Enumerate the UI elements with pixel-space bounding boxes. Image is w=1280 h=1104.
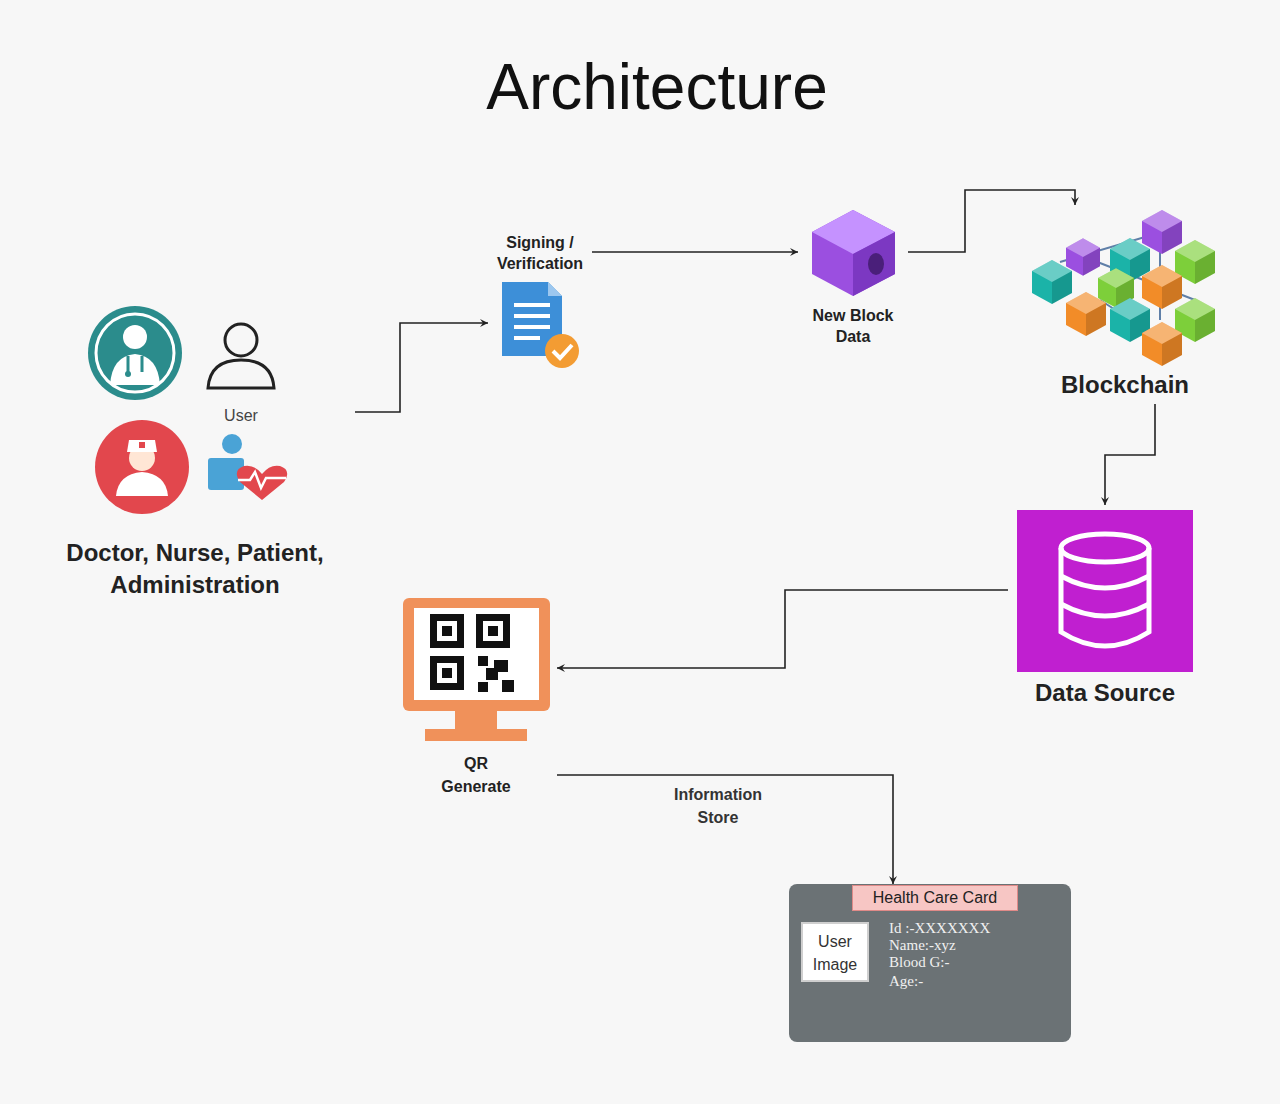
flow-arrow	[592, 251, 798, 253]
flow-arrow	[1105, 404, 1155, 505]
node-label: Age:-	[889, 973, 1029, 990]
node-label: Id :-XXXXXXX	[889, 920, 1029, 937]
node-label: Blood G:-	[889, 954, 1029, 971]
doctor-icon	[88, 306, 182, 400]
node-label: User Image	[803, 930, 867, 976]
node-label: Blockchain	[1025, 370, 1225, 400]
node-label: QR Generate	[436, 752, 516, 798]
blockchain-cluster	[1032, 210, 1215, 366]
flow-arrow	[557, 775, 893, 884]
block-cube	[812, 210, 895, 296]
node-label: New Block Data	[803, 305, 903, 347]
user-icon	[208, 324, 274, 388]
flow-arrow	[557, 590, 1008, 668]
signing-step: Signing / Verification	[488, 230, 592, 372]
node-label: User	[211, 406, 271, 426]
database-icon	[1017, 510, 1193, 672]
node-label: Signing / Verification	[488, 232, 592, 274]
health-card: Health Care Card Id :-XXXXXXXName:-xyzBlo…	[789, 884, 1071, 1042]
node-label: Doctor, Nurse, Patient, Administration	[35, 537, 355, 601]
document-icon	[502, 282, 579, 368]
blockchain: Blockchain	[1025, 205, 1225, 404]
nurse-icon	[95, 420, 189, 514]
node-label: Data Source	[1008, 678, 1202, 708]
qr-monitor-icon	[403, 598, 550, 741]
edge-label: Information Store	[663, 783, 773, 829]
qr-generator: QR Generate	[395, 590, 557, 802]
diagram-title: Architecture	[0, 50, 1280, 124]
user-group: UserDoctor, Nurse, Patient, Administrati…	[35, 305, 355, 605]
flow-arrow	[355, 323, 488, 412]
data-source: Data Source	[1008, 505, 1202, 712]
node-label: Health Care Card	[852, 885, 1018, 911]
user-image-box: User Image	[801, 922, 869, 982]
patient-icon	[208, 434, 287, 500]
node-label: Name:-xyz	[889, 937, 1029, 954]
flow-arrow	[908, 190, 1075, 252]
new-block: New Block Data	[798, 205, 908, 351]
